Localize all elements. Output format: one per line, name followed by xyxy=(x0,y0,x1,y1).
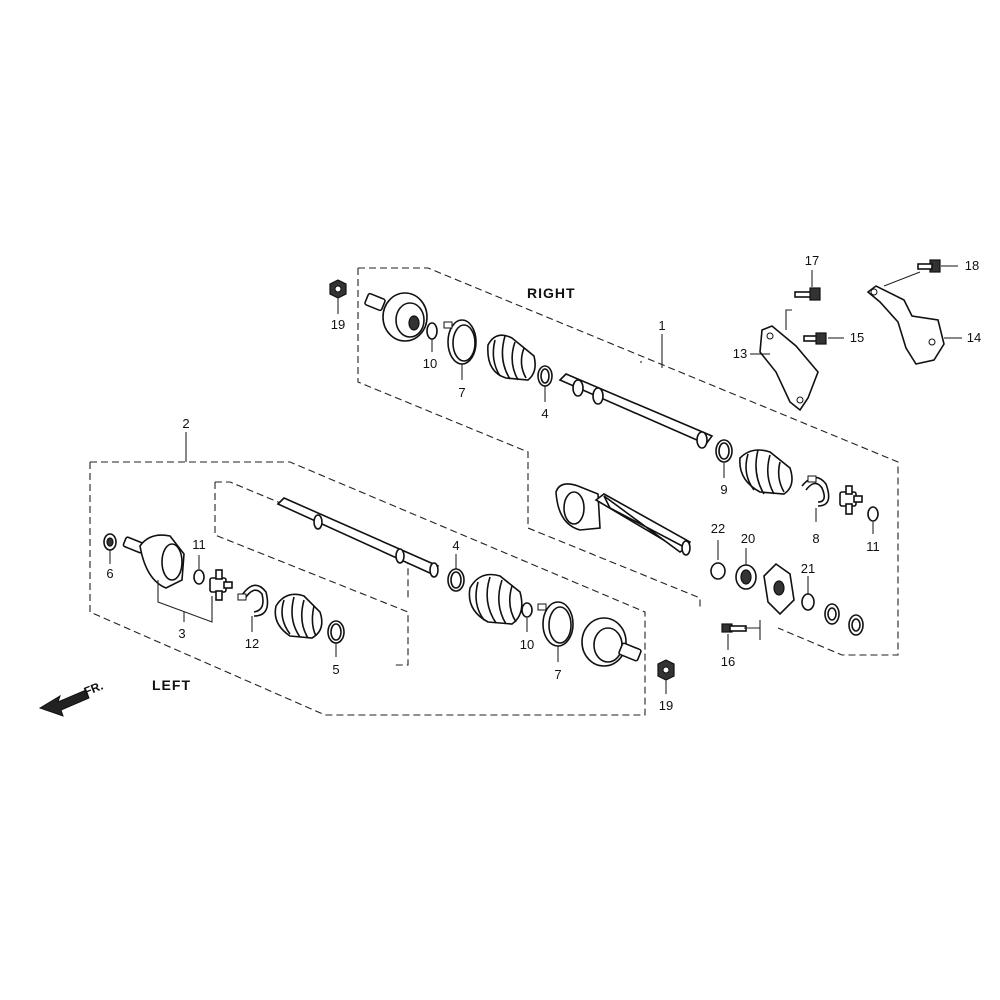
part-inner-boot-right xyxy=(739,449,793,495)
part-9-band xyxy=(715,439,733,463)
callout-19-left: 19 xyxy=(659,698,673,713)
part-10-circlip-left xyxy=(521,602,533,618)
right-assembly-boundary xyxy=(357,267,899,656)
part-inboard-joint-left xyxy=(122,534,185,589)
callout-2: 2 xyxy=(182,416,189,431)
callout-21: 21 xyxy=(801,561,815,576)
callout-10-left: 10 xyxy=(520,637,534,652)
part-16-bolt xyxy=(721,623,747,633)
right-side-label: RIGHT xyxy=(527,285,576,301)
part-7-boot-band-left xyxy=(537,601,574,647)
part-19-nut-left xyxy=(657,659,675,681)
part-22-snap-ring xyxy=(710,562,726,580)
callout-4-right: 4 xyxy=(541,406,548,421)
front-direction-arrow-icon: FR. xyxy=(38,679,105,717)
callout-6: 6 xyxy=(106,566,113,581)
callout-16: 16 xyxy=(721,654,735,669)
callout-20: 20 xyxy=(741,531,755,546)
part-inboard-joint-intermediate xyxy=(555,483,692,556)
part-4-band-right xyxy=(537,365,553,387)
callout-5: 5 xyxy=(332,662,339,677)
callout-1: 1 xyxy=(658,318,665,333)
part-6-ring xyxy=(103,533,117,551)
callout-17: 17 xyxy=(805,253,819,268)
part-20-bearing xyxy=(735,564,757,590)
part-outboard-joint-left xyxy=(581,617,642,667)
part-21-ring xyxy=(801,593,815,611)
part-spider-right xyxy=(839,485,863,515)
callout-12: 12 xyxy=(245,636,259,651)
part-spider-left xyxy=(209,569,233,601)
part-bearing-support xyxy=(763,562,795,616)
part-11-snap-ring-right xyxy=(867,506,879,522)
callout-7-right: 7 xyxy=(458,385,465,400)
callout-11-left: 11 xyxy=(192,537,206,552)
callout-22: 22 xyxy=(711,521,725,536)
part-10-circlip-right xyxy=(426,322,438,340)
part-shaft-right xyxy=(558,373,714,449)
callout-18: 18 xyxy=(965,258,979,273)
part-5-band xyxy=(327,620,345,644)
left-side-label: LEFT xyxy=(152,677,191,693)
part-dust-seals xyxy=(824,603,864,636)
part-12-boot-band xyxy=(237,584,269,617)
part-8-boot-band xyxy=(801,475,830,507)
part-inner-boot-left xyxy=(274,593,323,639)
part-outer-boot-right xyxy=(487,334,536,381)
part-7-boot-band-right xyxy=(443,319,477,365)
callout-9: 9 xyxy=(720,482,727,497)
callout-4-left: 4 xyxy=(452,538,459,553)
callout-13: 13 xyxy=(733,346,747,361)
part-shaft-left xyxy=(276,497,440,578)
callout-19-right: 19 xyxy=(331,317,345,332)
front-direction-label: FR. xyxy=(82,679,105,699)
callout-10-right: 10 xyxy=(423,356,437,371)
part-outboard-joint-right xyxy=(364,292,428,342)
callout-15: 15 xyxy=(850,330,864,345)
part-13-bracket xyxy=(759,325,819,412)
part-4-band-left xyxy=(447,568,465,592)
part-19-nut-right xyxy=(329,279,347,299)
part-14-bracket xyxy=(866,285,945,365)
part-11-snap-ring-left xyxy=(193,569,205,585)
callout-8: 8 xyxy=(812,531,819,546)
part-outer-boot-left xyxy=(468,573,523,625)
part-15-bolt xyxy=(803,332,827,345)
callout-7-left: 7 xyxy=(554,667,561,682)
callout-11-right: 11 xyxy=(866,539,880,554)
part-17-bolt xyxy=(794,287,821,301)
part-18-bolt xyxy=(917,259,941,273)
callout-3: 3 xyxy=(178,626,185,641)
callout-14: 14 xyxy=(967,330,981,345)
